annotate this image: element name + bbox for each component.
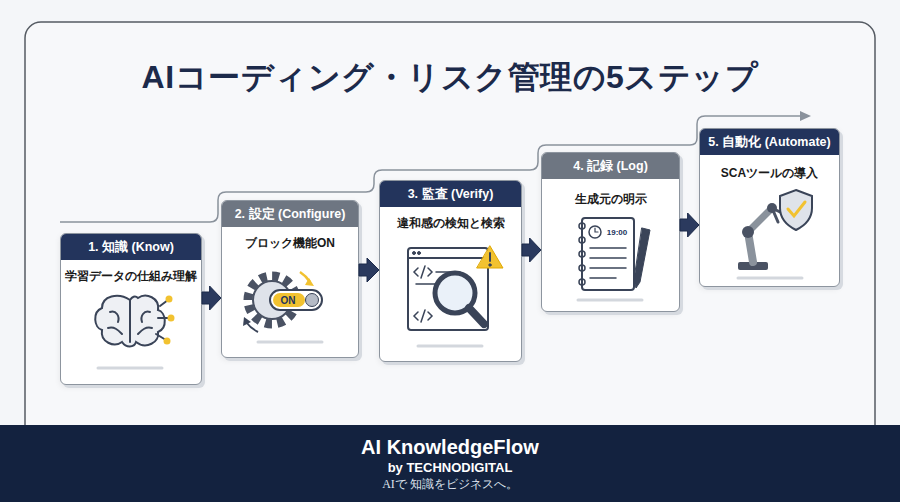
brand-owner: by TECHNODIGITAL bbox=[388, 459, 513, 476]
step-header: 4. 記録 (Log) bbox=[542, 153, 679, 179]
flow-arrow bbox=[202, 286, 221, 310]
diagram-title: AIコーディング・リスク管理の5ステップ bbox=[0, 56, 900, 100]
step-text: 違和感の検知と検索 bbox=[384, 215, 517, 232]
flow-arrow bbox=[680, 213, 699, 237]
toggle-label: ON bbox=[281, 295, 296, 306]
flow-arrow bbox=[522, 238, 541, 262]
step-card: 2. 設定 (Configure) ブロック機能ON bbox=[221, 200, 359, 358]
step-header: 2. 設定 (Configure) bbox=[222, 201, 358, 227]
step-header: 1. 知識 (Know) bbox=[61, 234, 201, 260]
step-text: SCAツールの導入 bbox=[704, 165, 835, 182]
stair-line bbox=[60, 116, 802, 222]
brand-tagline: AIで 知識をビジネスへ。 bbox=[382, 476, 518, 492]
step-card: 5. 自動化 (Automate) SCAツールの導入 bbox=[699, 128, 840, 287]
step-card: 3. 監査 (Verify) 違和感の検知と検索 bbox=[379, 180, 522, 362]
step-header: 3. 監査 (Verify) bbox=[380, 181, 521, 207]
footer-band: AI KnowledgeFlowby TECHNODIGITALAIで 知識をビ… bbox=[0, 425, 900, 502]
step-text: 学習データの仕組み理解 bbox=[65, 268, 197, 285]
clock-time: 19:00 bbox=[607, 228, 627, 237]
step-text: ブロック機能ON bbox=[226, 235, 354, 252]
step-header: 5. 自動化 (Automate) bbox=[700, 129, 839, 155]
flow-arrow bbox=[359, 258, 379, 282]
step-card: 1. 知識 (Know) 学習データの仕組み理解 bbox=[60, 233, 202, 385]
step-text: 生成元の明示 bbox=[546, 191, 675, 208]
stair-arrowhead bbox=[800, 111, 811, 121]
brand-name: AI KnowledgeFlow bbox=[361, 435, 539, 459]
